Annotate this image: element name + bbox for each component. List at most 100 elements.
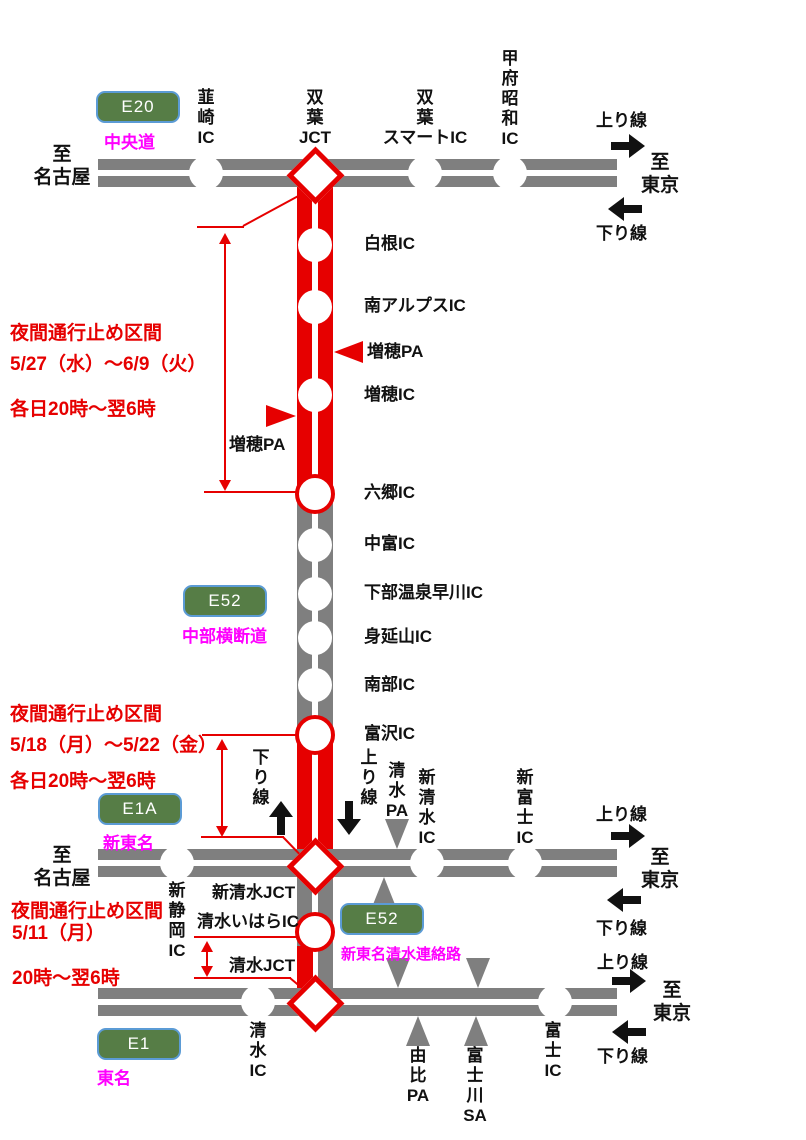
e20-up-arrow-icon <box>611 134 645 158</box>
closure2-extent-arrow <box>216 739 228 837</box>
shin-fuji-ic-label: 新 富 士 IC <box>516 768 534 848</box>
chubu-up-line-arrow-icon <box>337 801 361 835</box>
closure3-bottom-line <box>194 977 291 979</box>
e20-route-name: 中央道 <box>104 133 155 152</box>
futaba-smart-ic-node <box>408 156 442 190</box>
closure3-period: 5/11（月） <box>12 923 105 944</box>
tomizawa-ic-node <box>295 715 335 755</box>
closure1-period: 5/27（水）～6/9（火） <box>10 354 207 375</box>
e1a-route-name: 新東名 <box>103 834 154 853</box>
minobusan-ic-node <box>298 621 332 655</box>
e1a-up-arrow-icon <box>611 824 645 848</box>
kofu-showa-ic-label: 甲 府 昭 和 IC <box>501 49 519 149</box>
kofu-showa-ic-node <box>493 156 527 190</box>
closure2-title: 夜間通行止め区間 <box>10 704 163 725</box>
futaba-smart-ic-label: 双 葉 スマートIC <box>382 88 468 148</box>
masuho-ic-label: 増穂IC <box>364 385 415 404</box>
shimizu-ihara-ic-label: 清水いはらIC <box>197 912 299 931</box>
stripe-chubu-lower <box>312 748 318 846</box>
minobusan-ic-label: 身延山IC <box>364 627 432 646</box>
e20-dest-nagoya: 至 名古屋 <box>33 144 91 189</box>
closure1-bottom-line <box>204 491 300 493</box>
e1-down-arrow-icon <box>612 1020 646 1044</box>
shimizu-ihara-ic-node <box>295 912 335 952</box>
minami-alps-ic-node <box>298 290 332 324</box>
shimizu-ic-node <box>241 985 275 1019</box>
e52-renraku-route-name: 新東名清水連絡路 <box>341 946 462 963</box>
shirane-ic-node <box>298 228 332 262</box>
shin-shimizu-ic-label: 新 清 水 IC <box>418 768 436 848</box>
nakatomi-ic-label: 中富IC <box>364 534 415 553</box>
e1-route-name: 東名 <box>97 1069 131 1088</box>
e1-up-line-label: 上り線 <box>597 953 648 972</box>
nakatomi-ic-node <box>298 528 332 562</box>
nirasaki-ic-label: 韮 崎 IC <box>197 88 215 148</box>
stripe-chubu-mid <box>312 505 318 727</box>
e1a-dest-tokyo: 至 東京 <box>640 847 679 892</box>
stripe-e1 <box>98 999 617 1005</box>
e20-down-arrow-icon <box>608 197 642 221</box>
e52-renraku-badge: E52 <box>340 903 424 935</box>
stripe-chubu-upper <box>312 200 318 485</box>
fujikawa-sa-label: 富 士 川 SA <box>463 1046 487 1126</box>
stripe-e20 <box>98 170 617 176</box>
nirasaki-ic-node <box>189 156 223 190</box>
tomizawa-ic-label: 富沢IC <box>364 724 415 743</box>
shin-shizuoka-ic-label: 新 静 岡 IC <box>168 881 186 961</box>
fuji-ic-label: 富 士 IC <box>544 1021 562 1081</box>
closure2-hours: 各日20時～翌6時 <box>10 771 156 792</box>
closure2-bottom-line <box>201 836 284 838</box>
fujikawa-sa-marker-top-icon <box>466 958 490 988</box>
shin-shimizu-jct-label: 新清水JCT <box>212 883 296 902</box>
e1a-dest-nagoya: 至 名古屋 <box>33 845 91 890</box>
closure3-title: 夜間通行止め区間 <box>11 901 164 922</box>
nanbu-ic-label: 南部IC <box>364 675 415 694</box>
masuho-ic-node <box>298 378 332 412</box>
shin-shizuoka-ic-node <box>160 846 194 880</box>
closure1-extent-arrow <box>219 233 231 491</box>
shin-fuji-ic-node <box>508 846 542 880</box>
fuji-ic-node <box>538 985 572 1019</box>
e20-down-line-label: 下り線 <box>596 224 647 243</box>
stripe-e1a <box>98 860 617 866</box>
closure3-hours: 20時～翌6時 <box>12 968 120 989</box>
fujikawa-sa-marker-bottom-icon <box>464 1016 488 1046</box>
e20-badge: E20 <box>96 91 180 123</box>
closure1-top-line <box>197 226 244 228</box>
e20-up-line-label: 上り線 <box>596 111 647 130</box>
e52-route-name: 中部横断道 <box>182 627 267 646</box>
e1-down-line-label: 下り線 <box>597 1047 648 1066</box>
closure3-extent-arrow <box>201 941 213 977</box>
shimobe-ic-node <box>298 577 332 611</box>
nanbu-ic-node <box>298 668 332 702</box>
minami-alps-ic-label: 南アルプスIC <box>364 296 466 315</box>
futaba-jct-label: 双 葉 JCT <box>298 88 332 148</box>
closure2-top-line <box>202 734 298 736</box>
masuho-pa-marker-icon <box>334 341 363 363</box>
yui-pa-marker-bottom-icon <box>406 1016 430 1046</box>
shin-shimizu-jct-node <box>286 837 345 896</box>
yui-pa-marker-top-icon <box>386 958 410 988</box>
shimizu-jct-label: 清水JCT <box>229 956 296 975</box>
closure1-hours: 各日20時～翌6時 <box>10 399 156 420</box>
closure1-title: 夜間通行止め区間 <box>10 323 163 344</box>
shimizu-pa-marker-top-icon <box>385 819 409 849</box>
e1-up-arrow-icon <box>612 969 646 993</box>
closure2-period: 5/18（月）～5/22（金） <box>10 735 217 756</box>
yui-pa-label: 由 比 PA <box>406 1046 430 1106</box>
shimizu-pa-marker-bottom-icon <box>372 877 396 907</box>
shin-shimizu-ic-node <box>410 846 444 880</box>
rokugo-ic-node <box>295 474 335 514</box>
e20-dest-tokyo: 至 東京 <box>640 152 679 197</box>
e1a-badge: E1A <box>98 793 182 825</box>
rokugo-ic-label: 六郷IC <box>364 483 415 502</box>
chubu-down-line-label: 下 り 線 <box>252 748 270 808</box>
e1-dest-tokyo: 至 東京 <box>652 980 691 1025</box>
e1a-down-arrow-icon <box>607 888 641 912</box>
e1a-up-line-label: 上り線 <box>596 805 647 824</box>
e1a-down-line-label: 下り線 <box>596 919 647 938</box>
shimizu-ic-label: 清 水 IC <box>249 1021 267 1081</box>
masuho-pa-label: 増穂PA <box>367 342 424 361</box>
e52-badge: E52 <box>183 585 267 617</box>
shimobe-onsen-hayakawa-ic-label: 下部温泉早川IC <box>364 583 483 602</box>
